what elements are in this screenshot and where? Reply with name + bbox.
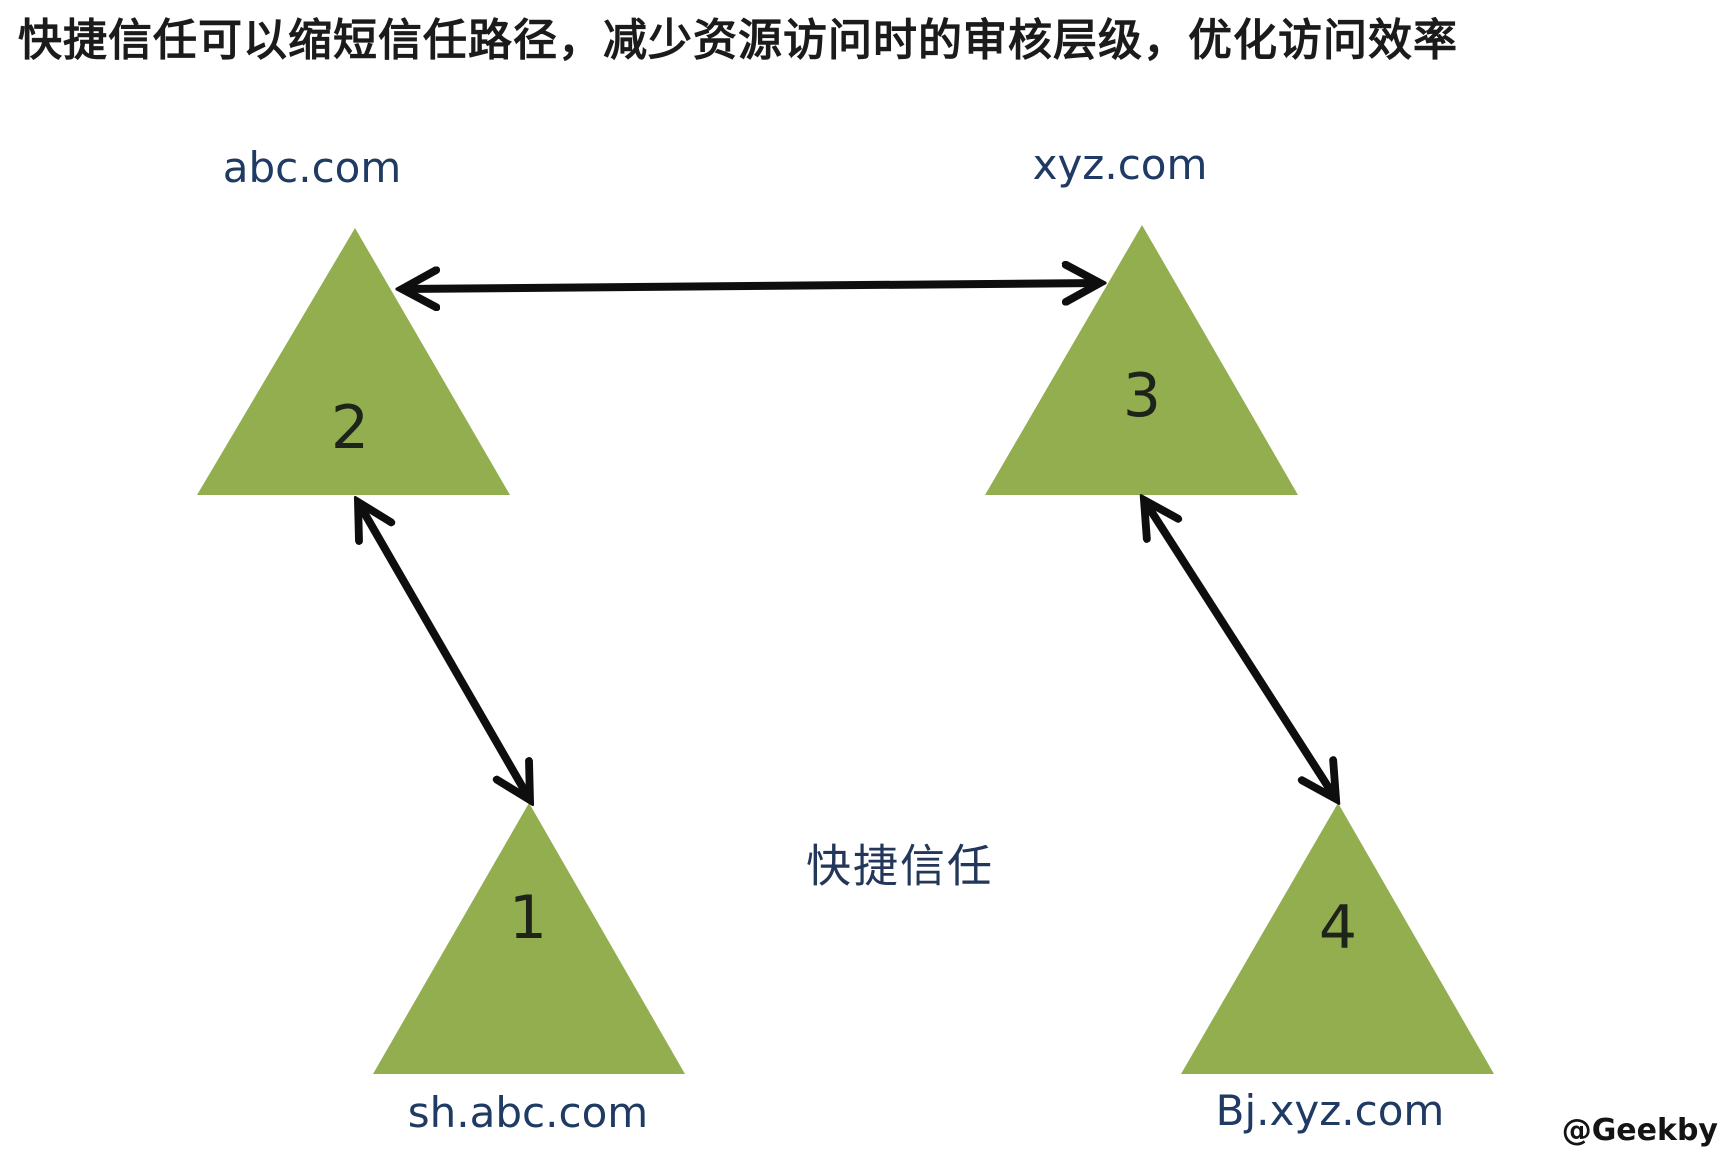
- trust-arrow-2-3: [402, 283, 1100, 289]
- domain-label-abc-com: abc.com: [222, 143, 402, 192]
- triangle-node-2: [197, 228, 510, 495]
- diagram-title: 快捷信任可以缩短信任路径，减少资源访问时的审核层级，优化访问效率: [18, 15, 1458, 66]
- trust-arrow-3-4: [1144, 500, 1336, 799]
- node-number-1: 1: [508, 883, 548, 953]
- node-number-2: 2: [330, 393, 370, 463]
- domain-label-xyz-com: xyz.com: [1032, 140, 1208, 189]
- node-number-4: 4: [1318, 893, 1358, 963]
- domain-label-sh-abc-com: sh.abc.com: [407, 1088, 649, 1137]
- triangle-node-4: [1181, 803, 1494, 1074]
- triangle-node-3: [985, 225, 1298, 495]
- watermark: @Geekby: [1561, 1113, 1718, 1148]
- node-number-3: 3: [1122, 361, 1162, 431]
- triangle-node-1: [373, 803, 685, 1074]
- domain-label-bj-xyz-com: Bj.xyz.com: [1215, 1086, 1445, 1135]
- center-label: 快捷信任: [805, 839, 995, 893]
- trust-arrow-2-1: [358, 502, 530, 800]
